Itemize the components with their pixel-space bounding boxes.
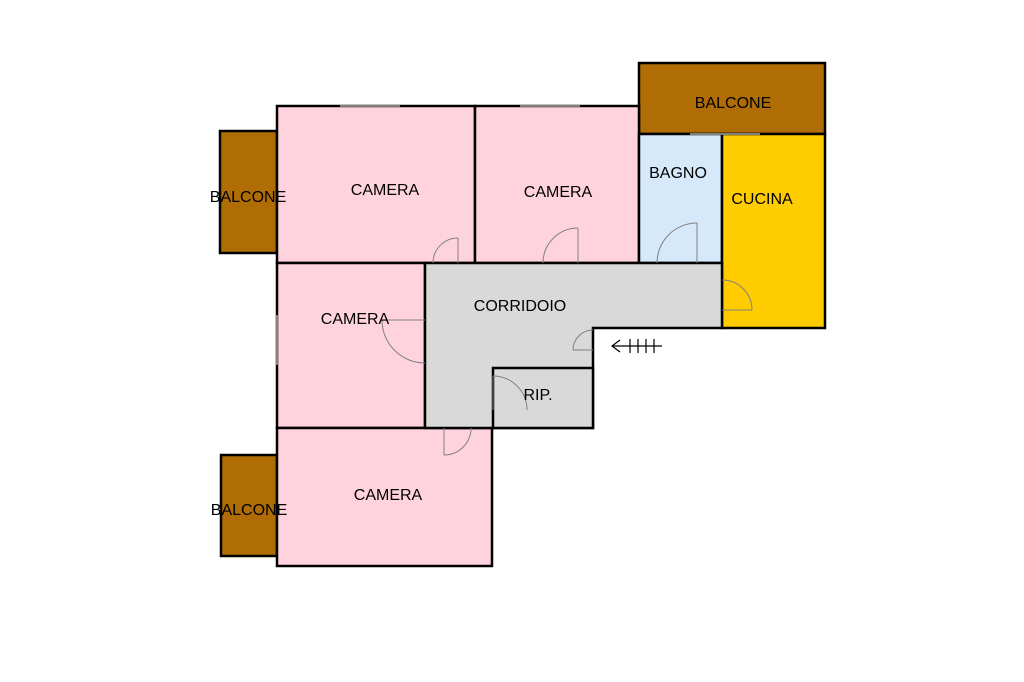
camera-top-left <box>275 104 477 265</box>
bagno <box>637 132 724 265</box>
door-camera-bottom <box>443 427 472 456</box>
door-camera-top-right <box>542 227 579 264</box>
door-ripostiglio <box>492 375 528 411</box>
camera-mid-left <box>275 261 427 430</box>
label-corridoio: CORRIDOIO <box>474 298 566 315</box>
label-balcone-left-top: BALCONE <box>210 189 286 206</box>
label-camera-top-left: CAMERA <box>351 182 420 199</box>
label-cucina: CUCINA <box>731 191 793 208</box>
label-bagno: BAGNO <box>649 165 707 182</box>
door-camera-mid-left <box>381 319 426 364</box>
door-camera-top-left <box>432 237 459 264</box>
label-camera-top-right: CAMERA <box>524 184 593 201</box>
label-camera-bottom: CAMERA <box>354 487 423 504</box>
ripostiglio <box>491 366 595 430</box>
label-balcone-left-bottom: BALCONE <box>211 502 287 519</box>
label-rip: RIP. <box>523 387 552 404</box>
entrance-arrow-icon <box>611 339 662 353</box>
camera-bottom <box>275 426 494 568</box>
label-camera-mid-left: CAMERA <box>321 311 390 328</box>
door-entrance <box>572 329 594 351</box>
door-bagno <box>656 222 698 264</box>
balcone-left-top <box>218 129 279 255</box>
door-cucina <box>721 279 753 311</box>
cucina <box>720 132 827 330</box>
balcone-left-bottom <box>219 453 279 558</box>
label-balcone-top-right: BALCONE <box>695 95 771 112</box>
